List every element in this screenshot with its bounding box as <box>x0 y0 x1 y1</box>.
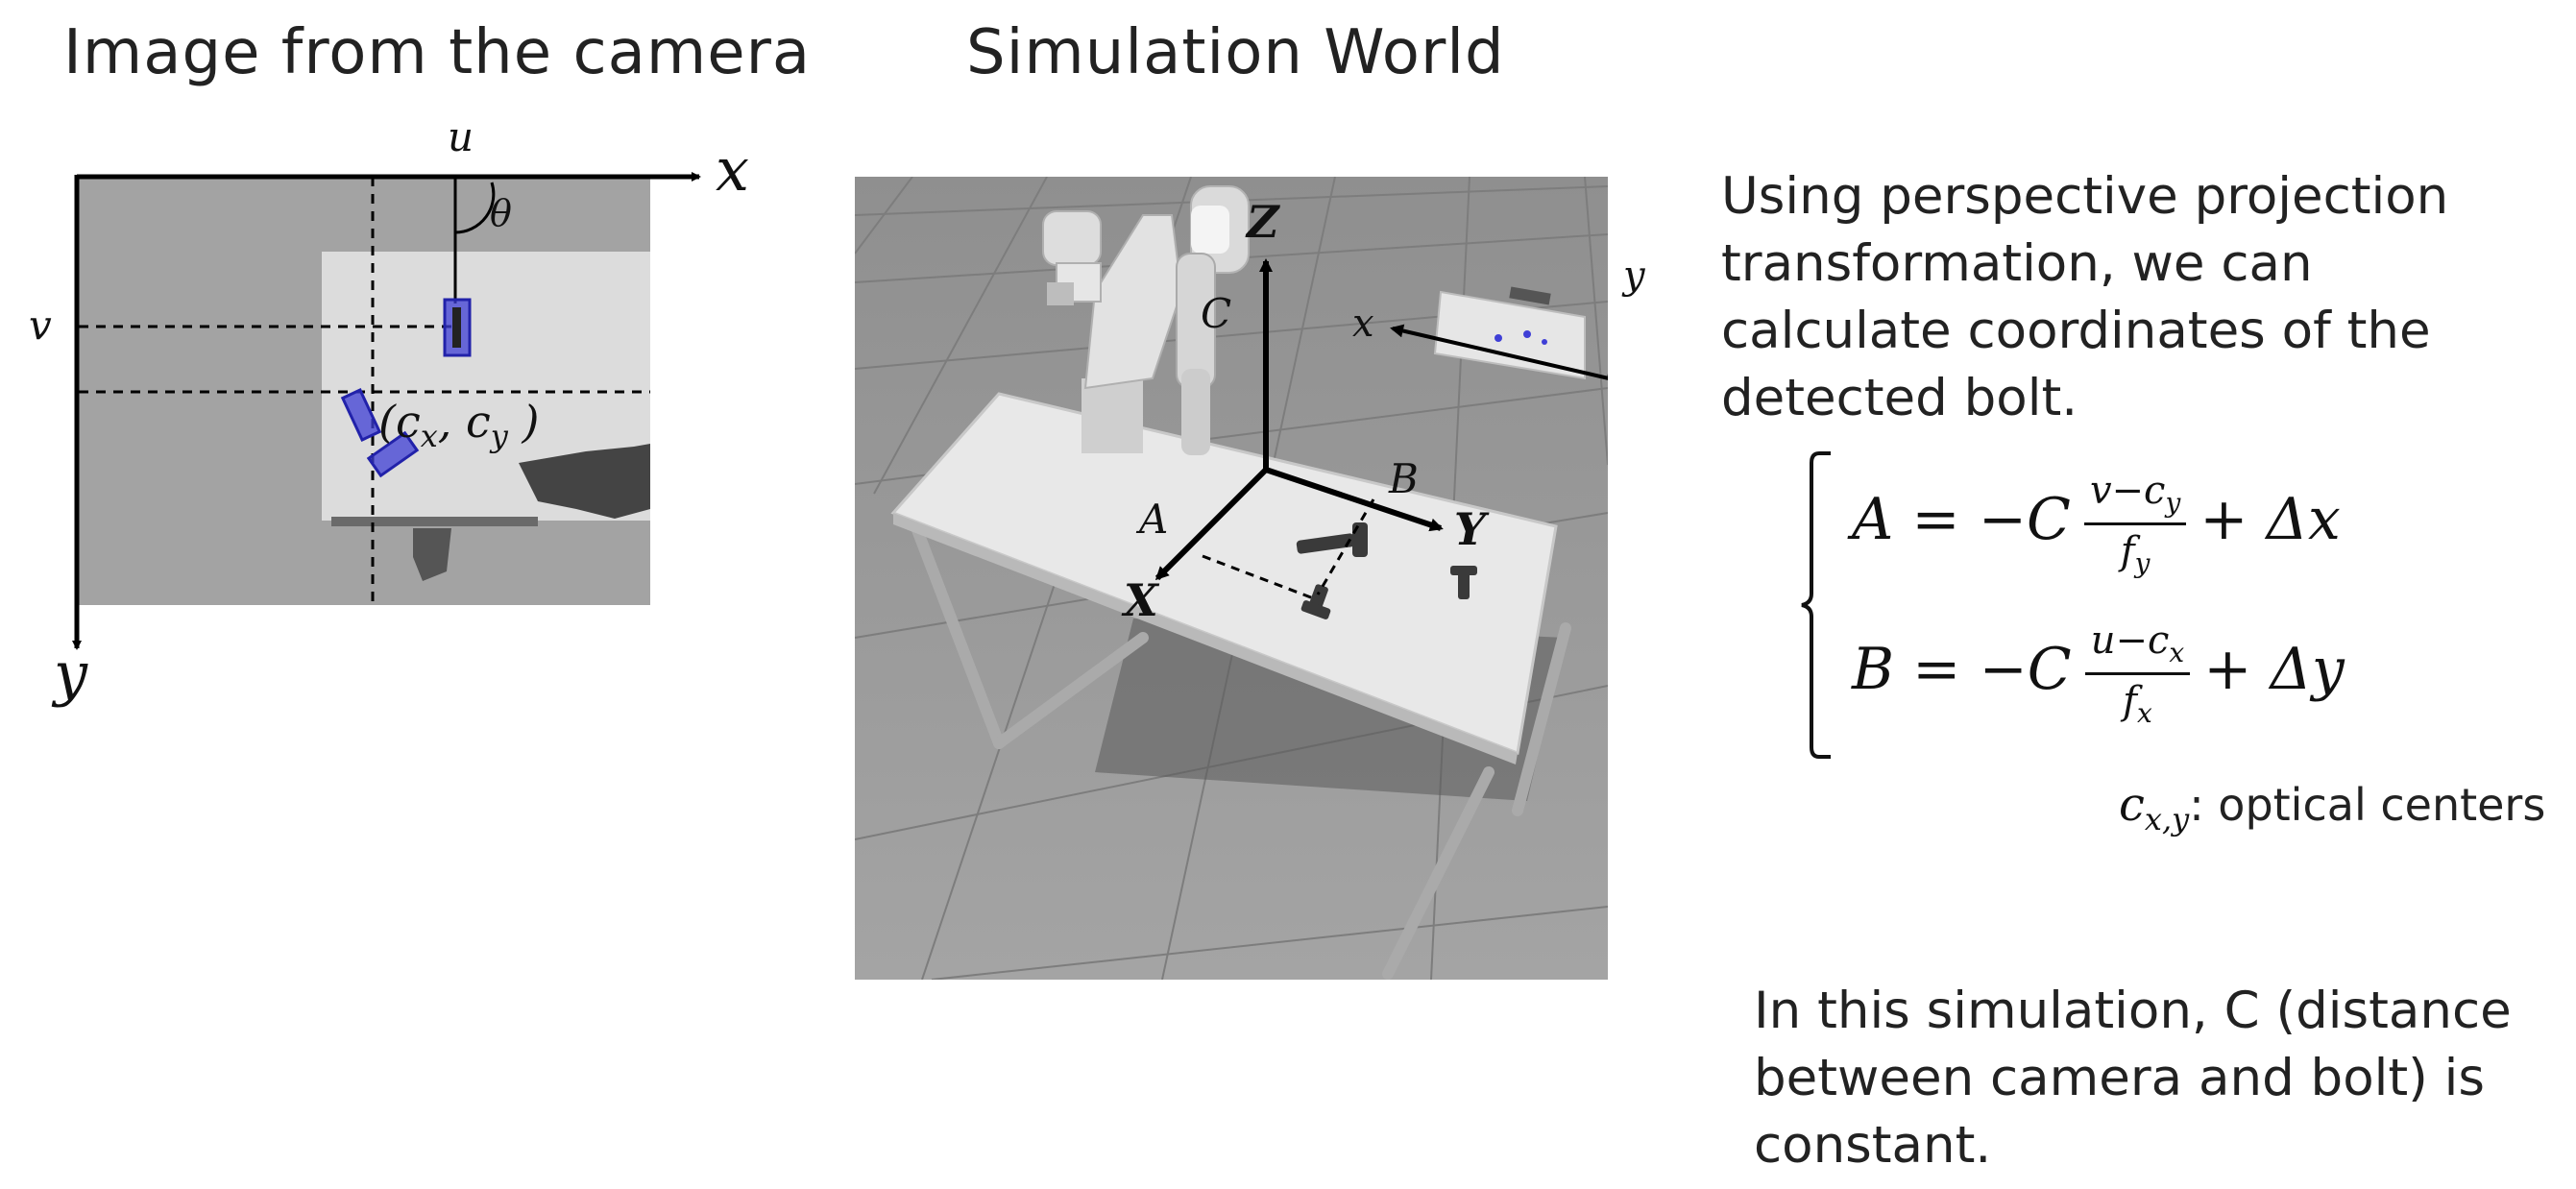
camera-image-heading: Image from the camera <box>63 17 812 88</box>
dimension-b-label: B <box>1389 455 1419 502</box>
theta-label: θ <box>490 192 512 234</box>
footer-line-1: In this simulation, C (distance <box>1754 982 2512 1040</box>
world-z-label: Z <box>1247 196 1279 248</box>
dash-a <box>1202 554 1317 601</box>
explanation-line-4: detected bolt. <box>1721 369 2078 427</box>
world-y-axis <box>1265 467 1444 532</box>
footer-text: In this simulation, C (distance between … <box>1754 978 2561 1179</box>
gripper-shape <box>519 444 650 519</box>
eq1-numerator: v−c <box>2089 469 2166 513</box>
world-x-label: X <box>1124 574 1158 626</box>
bolt-box-left <box>340 388 382 442</box>
gripper-shadow <box>413 528 451 581</box>
eq2-numerator-sub: x <box>2169 637 2185 668</box>
inset-x-label: x <box>1352 302 1374 346</box>
eq2-denominator: f <box>2123 679 2137 723</box>
camera-image-diagram <box>72 172 701 650</box>
bolt-top <box>452 307 461 348</box>
table-legs <box>909 517 1571 980</box>
equation-brace <box>1801 451 1831 759</box>
simulation-world-heading: Simulation World <box>966 17 1505 88</box>
table-edge-shadow <box>331 517 538 526</box>
camera-axis-y-label: y <box>54 639 88 709</box>
center-comma: , c <box>437 396 491 448</box>
dimension-a-label: A <box>1139 496 1169 543</box>
explanation-line-2: transformation, we can <box>1721 234 2313 293</box>
footer-line-3: constant. <box>1754 1116 1992 1175</box>
center-close: ) <box>507 396 540 448</box>
camera-axis-v-label: v <box>29 302 52 349</box>
optical-centers-note: cx,y: optical centers <box>2119 778 2545 837</box>
center-sub-y: y <box>490 418 508 455</box>
note-subscript: x,y <box>2144 801 2190 838</box>
theta-arc <box>454 182 496 234</box>
center-sub-x: x <box>420 418 438 455</box>
dash-b <box>1316 498 1375 595</box>
explanation-line-1: Using perspective projection <box>1721 167 2449 226</box>
world-x-axis <box>1154 467 1269 581</box>
note-text: : optical centers <box>2189 779 2546 831</box>
simulation-world-render <box>855 177 1608 980</box>
eq1-lhs: A = −C <box>1852 486 2071 554</box>
inset-camera-view <box>1433 290 1586 380</box>
eq1-numerator-sub: y <box>2165 487 2181 519</box>
explanation-text: Using perspective projection transformat… <box>1721 163 2547 432</box>
distance-c-label: C <box>1201 290 1232 337</box>
optical-center-label: (cx, cy ) <box>378 396 539 454</box>
world-y-label: Y <box>1454 503 1486 555</box>
eq2-lhs: B = −C <box>1852 636 2072 704</box>
sim-table-edge <box>893 513 1518 764</box>
camera-axis-u-label: u <box>448 113 474 160</box>
inset-y-label: y <box>1623 254 1645 298</box>
robot-arm <box>1042 185 1250 455</box>
eq1-rhs: + Δx <box>2199 486 2341 554</box>
eq2-numerator: u−c <box>2090 619 2170 663</box>
note-symbol: c <box>2119 778 2145 832</box>
center-open: (c <box>378 396 421 448</box>
eq2-rhs: + Δy <box>2203 636 2345 704</box>
camera-axis-x-label: x <box>716 134 749 205</box>
sim-bolts <box>1296 522 1477 619</box>
bolt-box-center <box>366 430 420 478</box>
inset-x-axis <box>1390 324 1608 380</box>
explanation-line-3: calculate coordinates of the <box>1721 302 2431 360</box>
eq2-denominator-sub: x <box>2136 697 2152 729</box>
footer-line-2: between camera and bolt) is <box>1754 1049 2485 1107</box>
eq1-denominator-sub: y <box>2134 547 2151 579</box>
eq1-denominator: f <box>2120 529 2135 573</box>
